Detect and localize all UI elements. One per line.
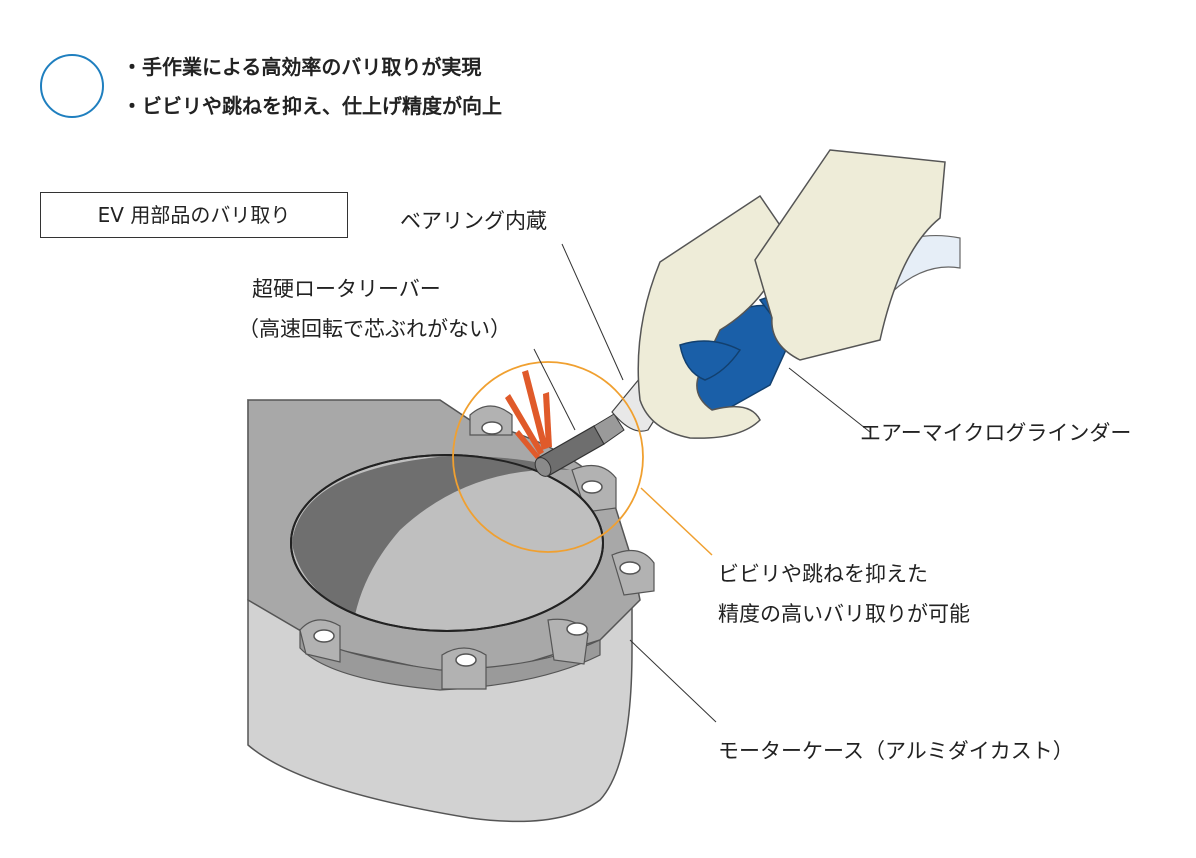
bearing-callout: ベアリング内蔵 <box>400 209 547 233</box>
precision-callout-line-1: ビビリや跳ねを抑えた <box>718 562 928 586</box>
precision-leader-line <box>640 487 713 556</box>
motor-case <box>247 398 655 823</box>
sparks <box>505 370 552 459</box>
burr-callout-line-2: （高速回転で芯ぶれがない） <box>238 317 511 341</box>
summary-point-1: ・手作業による高効率のバリ取りが実現 <box>122 55 482 79</box>
good-mark-circle <box>40 54 104 118</box>
summary-bullets: ・手作業による高効率のバリ取りが実現 ・ビビリや跳ねを抑え、仕上げ精度が向上 <box>122 48 502 126</box>
bolt-holes <box>313 421 641 667</box>
summary-point-2: ・ビビリや跳ねを抑え、仕上げ精度が向上 <box>122 94 502 118</box>
gloved-hands <box>637 149 946 439</box>
case-callout: モーターケース（アルミダイカスト） <box>718 739 1074 763</box>
rotary-burr <box>534 413 625 477</box>
highlight-circle <box>452 361 644 553</box>
burr-callout-line-1: 超硬ロータリーバー <box>252 277 441 301</box>
leader-lines <box>533 243 871 723</box>
precision-callout-line-2: 精度の高いバリ取りが可能 <box>718 602 970 626</box>
application-label-box: EV 用部品のバリ取り <box>40 192 348 238</box>
grinder-callout: エアーマイクログラインダー <box>860 421 1132 445</box>
